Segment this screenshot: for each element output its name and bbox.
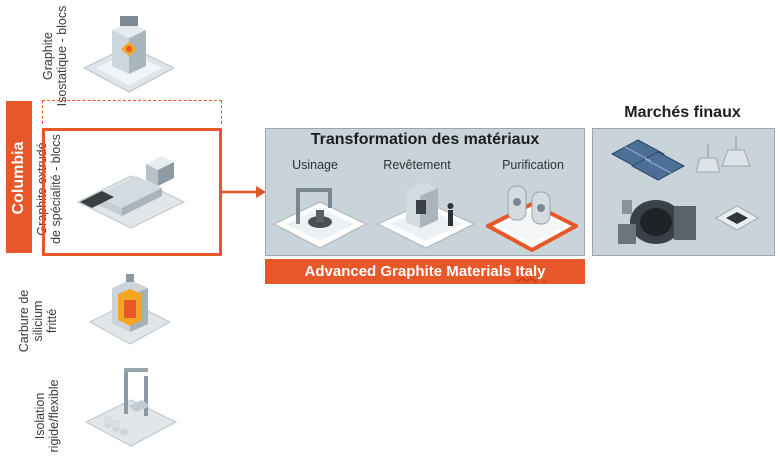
source-label-line: silicium xyxy=(31,300,45,342)
solar-panels-icon xyxy=(610,139,686,181)
source-label-insulation: Isolation rigide/flexible xyxy=(33,371,63,461)
source-label-line: Graphite xyxy=(41,32,55,80)
selected-source-box xyxy=(42,128,222,256)
source-label-line: Isostatique - blocs xyxy=(55,5,69,107)
columbia-label: Columbia xyxy=(10,141,27,215)
transformation-title: Transformation des matériaux xyxy=(310,131,540,148)
purification-icon xyxy=(486,185,578,252)
lamps-icon xyxy=(695,136,751,173)
furnace-icon xyxy=(618,200,696,244)
insulation-machine-icon xyxy=(84,368,178,447)
isostatic-press-icon xyxy=(82,16,176,93)
source-label-sic: Carbure de silicium fritté xyxy=(17,281,61,361)
agm-country: Italy xyxy=(515,263,546,280)
markets-title: Marchés finaux xyxy=(624,104,741,121)
source-label-line: Isolation xyxy=(33,392,47,440)
agm-prefix: Advanced Graphite Materials xyxy=(304,263,516,280)
chip-icon xyxy=(714,205,760,231)
step-label-coating: Revêtement xyxy=(383,158,451,172)
arrow-right-icon xyxy=(222,186,266,198)
step-label-machining: Usinage xyxy=(292,158,338,172)
dashed-placeholder-box xyxy=(42,100,222,124)
coating-icon xyxy=(376,182,476,249)
source-label-line: rigide/flexible xyxy=(47,379,61,453)
extrusion-line-icon xyxy=(76,156,186,229)
machining-icon xyxy=(272,188,368,249)
agm-banner: Advanced Graphite Materials Italy xyxy=(265,259,585,284)
step-label-purification: Purification xyxy=(502,158,564,172)
source-label-line: fritté xyxy=(45,308,59,334)
source-label-line: Carbure de xyxy=(17,289,31,353)
source-label-isostatic: Graphite Isostatique - blocs xyxy=(41,0,73,116)
columbia-tab: Columbia xyxy=(6,101,32,253)
sintering-furnace-icon xyxy=(88,274,172,345)
